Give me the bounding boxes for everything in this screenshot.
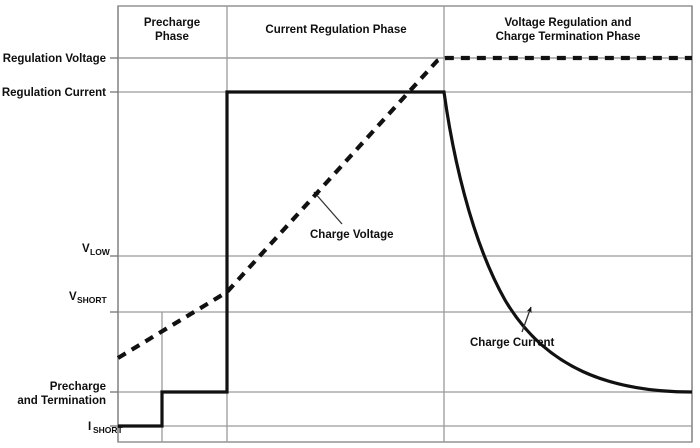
axis-label-v-short-main: V (69, 291, 77, 303)
phase-label-precharge-line2: Phase (155, 31, 189, 43)
charge-voltage-leader-line (313, 191, 343, 225)
phase-label-voltage-regulation-line1: Voltage Regulation and (505, 17, 632, 29)
axis-label-v-short: V SHORT (69, 291, 108, 305)
charge-current-leader-line (521, 306, 532, 333)
plot-frame (117, 5, 693, 443)
axis-label-i-short-main: I (88, 421, 91, 433)
axis-label-regulation-voltage: Regulation Voltage (3, 53, 106, 65)
phase-label-voltage-regulation-line2: Charge Termination Phase (496, 31, 641, 43)
axis-label-precharge-line1: Precharge (50, 381, 106, 393)
axis-label-i-short: I SHORT (88, 421, 124, 435)
axis-label-precharge-termination: Precharge and Termination (17, 381, 106, 407)
axis-label-v-low: V LOW (82, 243, 111, 257)
annotation-charge-voltage: Charge Voltage (310, 191, 394, 241)
annotation-label-charge-current: Charge Current (470, 337, 555, 349)
phase-label-current-regulation-line1: Current Regulation Phase (265, 24, 406, 36)
annotation-label-charge-voltage: Charge Voltage (310, 229, 394, 241)
axis-label-v-low-main: V (82, 243, 90, 255)
axis-label-precharge-line2: and Termination (17, 395, 106, 407)
axis-label-regulation-current: Regulation Current (2, 87, 106, 99)
phase-label-precharge-line1: Precharge (144, 17, 200, 29)
annotation-charge-current: Charge Current (470, 306, 555, 349)
axis-labels: Regulation Voltage Regulation Current V … (2, 53, 124, 435)
phase-labels: Precharge Phase Current Regulation Phase… (144, 17, 641, 43)
charge-voltage-curve (116, 55, 692, 360)
axis-label-i-short-sub: SHORT (93, 425, 124, 435)
charge-current-curve (118, 90, 693, 428)
axis-label-v-low-sub: LOW (90, 247, 111, 257)
axis-label-v-short-sub: SHORT (77, 295, 108, 305)
axis-tick-stubs (110, 57, 118, 427)
